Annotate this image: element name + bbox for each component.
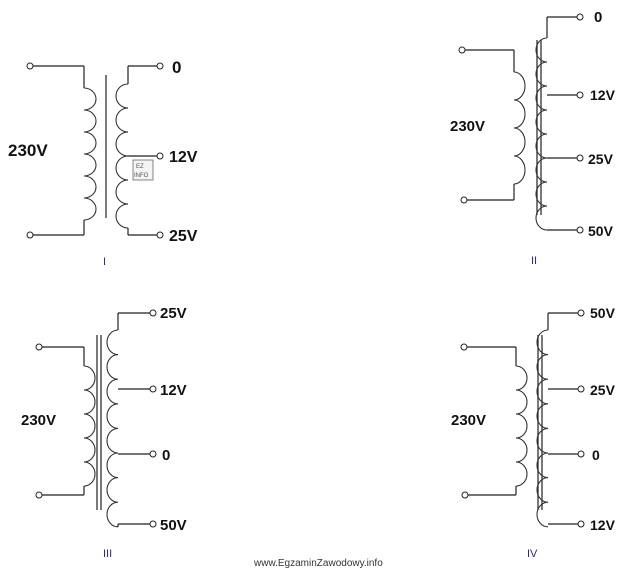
diagram-3-roman-label: III [103, 548, 112, 560]
diagram-1-tap-label-2: 12V [169, 149, 198, 166]
diagram-3-tap-label-3: 0 [162, 447, 170, 464]
diagram-3-tap-terminal-2 [149, 385, 157, 393]
diagram-2-secondary-winding [535, 13, 584, 234]
diagram-1-stamp-line-1: EZ [136, 164, 144, 170]
watermark: www.EgzaminZawodowy.info [253, 558, 383, 569]
diagram-1-tap-label-1: 0 [172, 58, 181, 77]
diagram-3-secondary-winding [106, 309, 157, 528]
diagram-1-primary-voltage: 230V [8, 141, 48, 160]
diagram-2-tap-label-2: 12V [590, 87, 616, 103]
diagram-4-tap-terminal-1 [577, 309, 585, 317]
diagram-3-tap-terminal-3 [149, 450, 157, 458]
diagram-2-tap-label-4: 50V [588, 223, 614, 239]
diagram-1: EZ INFO 230V 0 12V 25V I [8, 58, 198, 268]
diagram-3-primary-terminal-bottom [35, 491, 43, 499]
diagram-4-primary-voltage: 230V [451, 412, 486, 429]
diagram-3-primary-terminal-top [35, 343, 43, 351]
diagram-1-tap-label-3: 25V [169, 228, 198, 245]
diagram-1-tap-terminal-1 [156, 62, 164, 70]
diagram-4-primary-winding [460, 343, 528, 499]
diagram-4-tap-label-2: 25V [590, 382, 616, 398]
diagram-2-primary-winding [458, 46, 526, 204]
diagram-4-tap-terminal-4 [577, 520, 585, 528]
diagram-2-tap-terminal-4 [576, 226, 584, 234]
diagram-4-tap-label-4: 12V [590, 517, 616, 533]
diagram-1-stamp: EZ INFO [132, 159, 154, 181]
diagram-4-tap-label-1: 50V [590, 305, 616, 321]
diagram-3-primary-voltage: 230V [21, 412, 56, 429]
diagram-4-secondary-winding [536, 309, 585, 528]
diagram-2-roman-label: II [531, 255, 537, 267]
diagram-4-primary-terminal-bottom [461, 491, 469, 499]
diagram-2-tap-terminal-3 [576, 154, 584, 162]
diagram-2-primary-voltage: 230V [450, 118, 485, 135]
diagram-2-primary-terminal-bottom [460, 196, 468, 204]
diagram-2: 230V 0 12V 25V 50V II [450, 9, 616, 267]
diagram-1-primary-terminal-top [26, 62, 34, 70]
diagram-3-tap-label-4: 50V [160, 517, 187, 534]
diagram-3-tap-label-1: 25V [160, 305, 187, 322]
diagram-1-secondary-winding [115, 62, 164, 239]
diagram-1-tap-terminal-3 [156, 231, 164, 239]
diagram-2-tap-terminal-1 [576, 13, 584, 21]
diagram-2-primary-terminal-top [458, 46, 466, 54]
diagram-3-tap-terminal-1 [149, 309, 157, 317]
diagram-2-tap-label-3: 25V [588, 151, 614, 167]
diagram-2-tap-terminal-2 [576, 91, 584, 99]
diagram-3-tap-label-2: 12V [160, 382, 187, 399]
diagram-1-roman-label: I [103, 256, 106, 268]
diagram-3-primary-winding [35, 343, 96, 499]
diagram-4: 230V 50V 25V 0 12V IV [451, 305, 616, 560]
diagram-1-stamp-line-2: INFO [134, 173, 149, 179]
diagram-4-primary-terminal-top [460, 343, 468, 351]
diagram-4-tap-label-3: 0 [592, 447, 600, 463]
diagram-3-tap-terminal-4 [149, 520, 157, 528]
diagram-4-tap-terminal-3 [577, 450, 585, 458]
diagram-1-primary-winding [26, 62, 97, 239]
diagram-4-roman-label: IV [527, 548, 538, 560]
diagram-1-tap-terminal-2 [156, 152, 164, 160]
diagram-1-primary-terminal-bottom [26, 231, 34, 239]
diagram-4-tap-terminal-2 [577, 385, 585, 393]
diagram-3: 230V 25V 12V 0 50V III [21, 305, 187, 560]
diagram-2-tap-label-1: 0 [594, 9, 602, 26]
